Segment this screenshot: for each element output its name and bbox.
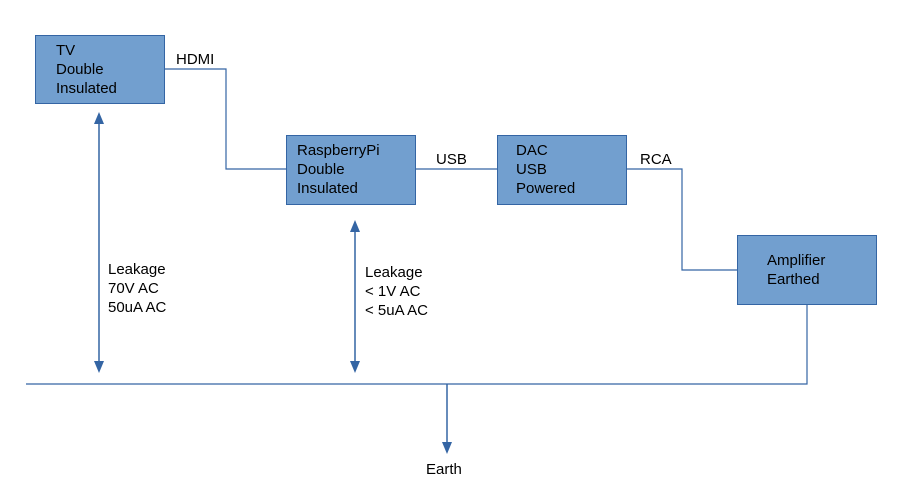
tv-box: TV Double Insulated [35, 35, 165, 104]
rca-label: RCA [640, 151, 672, 168]
pi-leakage-arrowhead-down [350, 361, 360, 373]
dac-box-line-2: USB [516, 161, 547, 178]
amp-box-line-1: Amplifier [767, 252, 826, 269]
earth-bus-line [26, 305, 808, 385]
pi-leakage-label: Leakage < 1V AC < 5uA AC [365, 263, 428, 320]
usb-label: USB [436, 151, 467, 168]
tv-leakage-line-3: 50uA AC [108, 299, 167, 316]
pi-box-line-2: Double [297, 161, 345, 178]
earth-arrowhead [442, 442, 452, 454]
pi-leakage-line-2: < 1V AC [365, 283, 421, 300]
pi-leakage-arrowhead-up [350, 220, 360, 232]
hdmi-wire [165, 68, 286, 170]
hdmi-label: HDMI [176, 51, 215, 68]
tv-leakage-arrowhead-up [94, 112, 104, 124]
dac-box: DAC USB Powered [497, 135, 627, 205]
raspberry-pi-box: RaspberryPi Double Insulated [286, 135, 416, 205]
pi-box-line-1: RaspberryPi [297, 142, 380, 159]
dac-box-line-3: Powered [516, 180, 576, 197]
tv-box-line-3: Insulated [56, 80, 117, 97]
tv-leakage-arrowhead-down [94, 361, 104, 373]
amplifier-box: Amplifier Earthed [737, 235, 877, 305]
tv-leakage-line-1: Leakage [108, 261, 166, 278]
pi-leakage-line-1: Leakage [365, 264, 423, 281]
dac-box-line-1: DAC [516, 142, 548, 159]
pi-box-line-3: Insulated [297, 180, 358, 197]
amp-box-line-2: Earthed [767, 271, 820, 288]
tv-box-line-2: Double [56, 61, 104, 78]
tv-box-line-1: TV [56, 42, 76, 59]
tv-leakage-line-2: 70V AC [108, 280, 159, 297]
tv-leakage-label: Leakage 70V AC 50uA AC [108, 260, 166, 317]
rca-wire [627, 168, 737, 271]
pi-leakage-line-3: < 5uA AC [365, 302, 428, 319]
earth-label: Earth [426, 461, 462, 478]
